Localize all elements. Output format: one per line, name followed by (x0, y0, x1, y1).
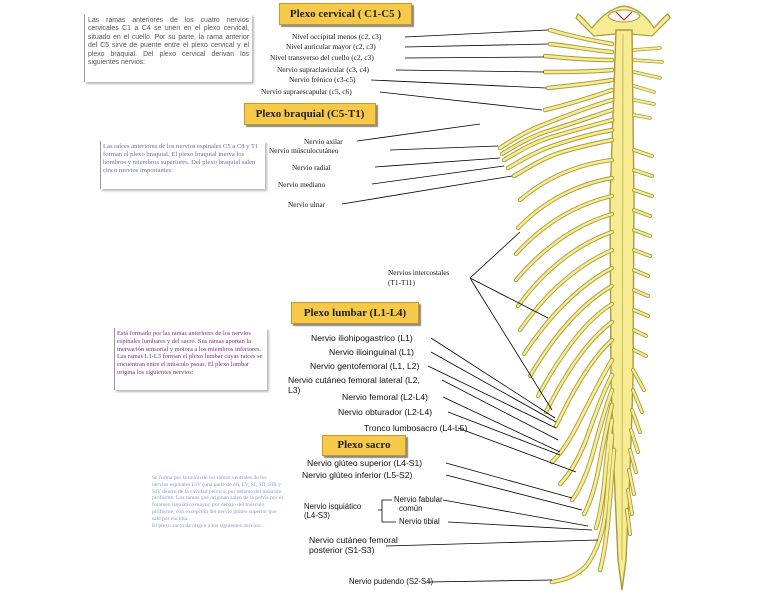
cervical-plexus-title: Plexo cervical ( C1-C5 ) (279, 3, 412, 25)
label-intercostales: Nervios intercostales (388, 268, 450, 277)
right-thoracic-roots (632, 148, 654, 358)
label-iliohipogastrico: Nervio iliohipogastrico (L1) (311, 333, 413, 343)
label-mediano: Nervio mediano (278, 180, 326, 189)
leader-lines (341, 29, 599, 583)
label-tibial: Nervio tibial (399, 517, 440, 526)
label-musculocutaneo: Nervio músculocutáneo (269, 146, 339, 155)
lumbar-plexus-title: Plexo lumbar (L1-L4) (291, 302, 419, 324)
label-radial: Nervio radial (292, 163, 331, 172)
intercostal-nerves (513, 157, 615, 429)
label-frenico: Nervio frénico (c3-c5) (289, 75, 356, 84)
label-isquiatico-range: (L4-S3) (304, 511, 330, 520)
label-supraclavicular: Nervio supraclavicular (c3, c4) (277, 65, 369, 74)
sacral-plexus-title: Plexo sacro (322, 435, 406, 456)
label-isquiatico: Nervio isquiático (304, 502, 362, 511)
label-gentofemoral: Nervio gentofemoral (L1, L2) (310, 361, 420, 371)
brachial-plexus-description: Las raíces anteriores de los nervios esp… (100, 141, 265, 189)
label-obturador: Nervio obturador (L2-L4) (338, 407, 433, 417)
label-gluteo-superior: Nervio glúteo superior (L4-S1) (307, 458, 423, 468)
label-cutaneo-femoral-posterior: Nervio cutáneo femoral (309, 535, 398, 545)
label-pudendo: Nervio pudendo (S2-S4) (349, 577, 434, 586)
label-cutaneo-femoral-lateral-cont: L3) (288, 385, 301, 395)
label-ilioinguinal: Nervio ilioinguinal (L1) (329, 347, 415, 357)
label-supraescapular: Nervio supraescapular (c5, c6) (261, 87, 352, 96)
lumbar-plexus-description: Está formado por las ramas anteriores de… (114, 328, 267, 390)
cervical-plexus-description: Las ramas anteriores de los cuatro nervi… (84, 14, 252, 82)
label-occipital-menor: Nivel occipital menos (c2, c3) (292, 32, 382, 41)
sacral-plexus-description: Se forma por la unión de los ramos ventr… (151, 474, 284, 542)
label-transverso-cuello: Nivel transverso del cuello (c2, c3) (270, 53, 374, 62)
label-intercostales-range: (T1-T11) (388, 278, 415, 287)
label-fabular-comun: Nervio fabular (394, 495, 443, 504)
right-lumbar-roots (625, 368, 646, 536)
label-fabular-comun-cont: común (399, 504, 423, 513)
right-nerve-roots (632, 46, 664, 120)
label-tronco-lumbosacro: Tronco lumbosacro (L4-L5) (364, 423, 468, 433)
brachial-nerves (497, 97, 615, 179)
sacral-description-tail: El plexo sacro da origen a los siguiente… (152, 522, 262, 529)
label-cutaneo-femoral-lateral: Nervio cutáneo femoral lateral (L2, (288, 375, 420, 385)
label-auricular-mayor: Nivel auricular mayor (c2, c3) (286, 42, 376, 51)
label-femoral: Nervio femoral (L2-L4) (342, 392, 428, 402)
brachial-plexus-title: Plexo braquial (C5-T1) (244, 103, 376, 125)
label-gluteo-inferior: Nervio glúteo inferior (L5-S2) (302, 470, 413, 480)
label-cutaneo-femoral-posterior-cont: posterior (S1-S3) (309, 545, 375, 555)
label-axilar: Nervio axilar (304, 137, 343, 146)
label-ulnar: Nervio ulnar (288, 200, 326, 209)
brainstem-top (575, 5, 671, 37)
lumbosacral-nerves (549, 357, 617, 585)
cervical-nerves (542, 27, 615, 113)
sacral-description-text: Se forma por la unión de los ramos ventr… (152, 475, 283, 522)
